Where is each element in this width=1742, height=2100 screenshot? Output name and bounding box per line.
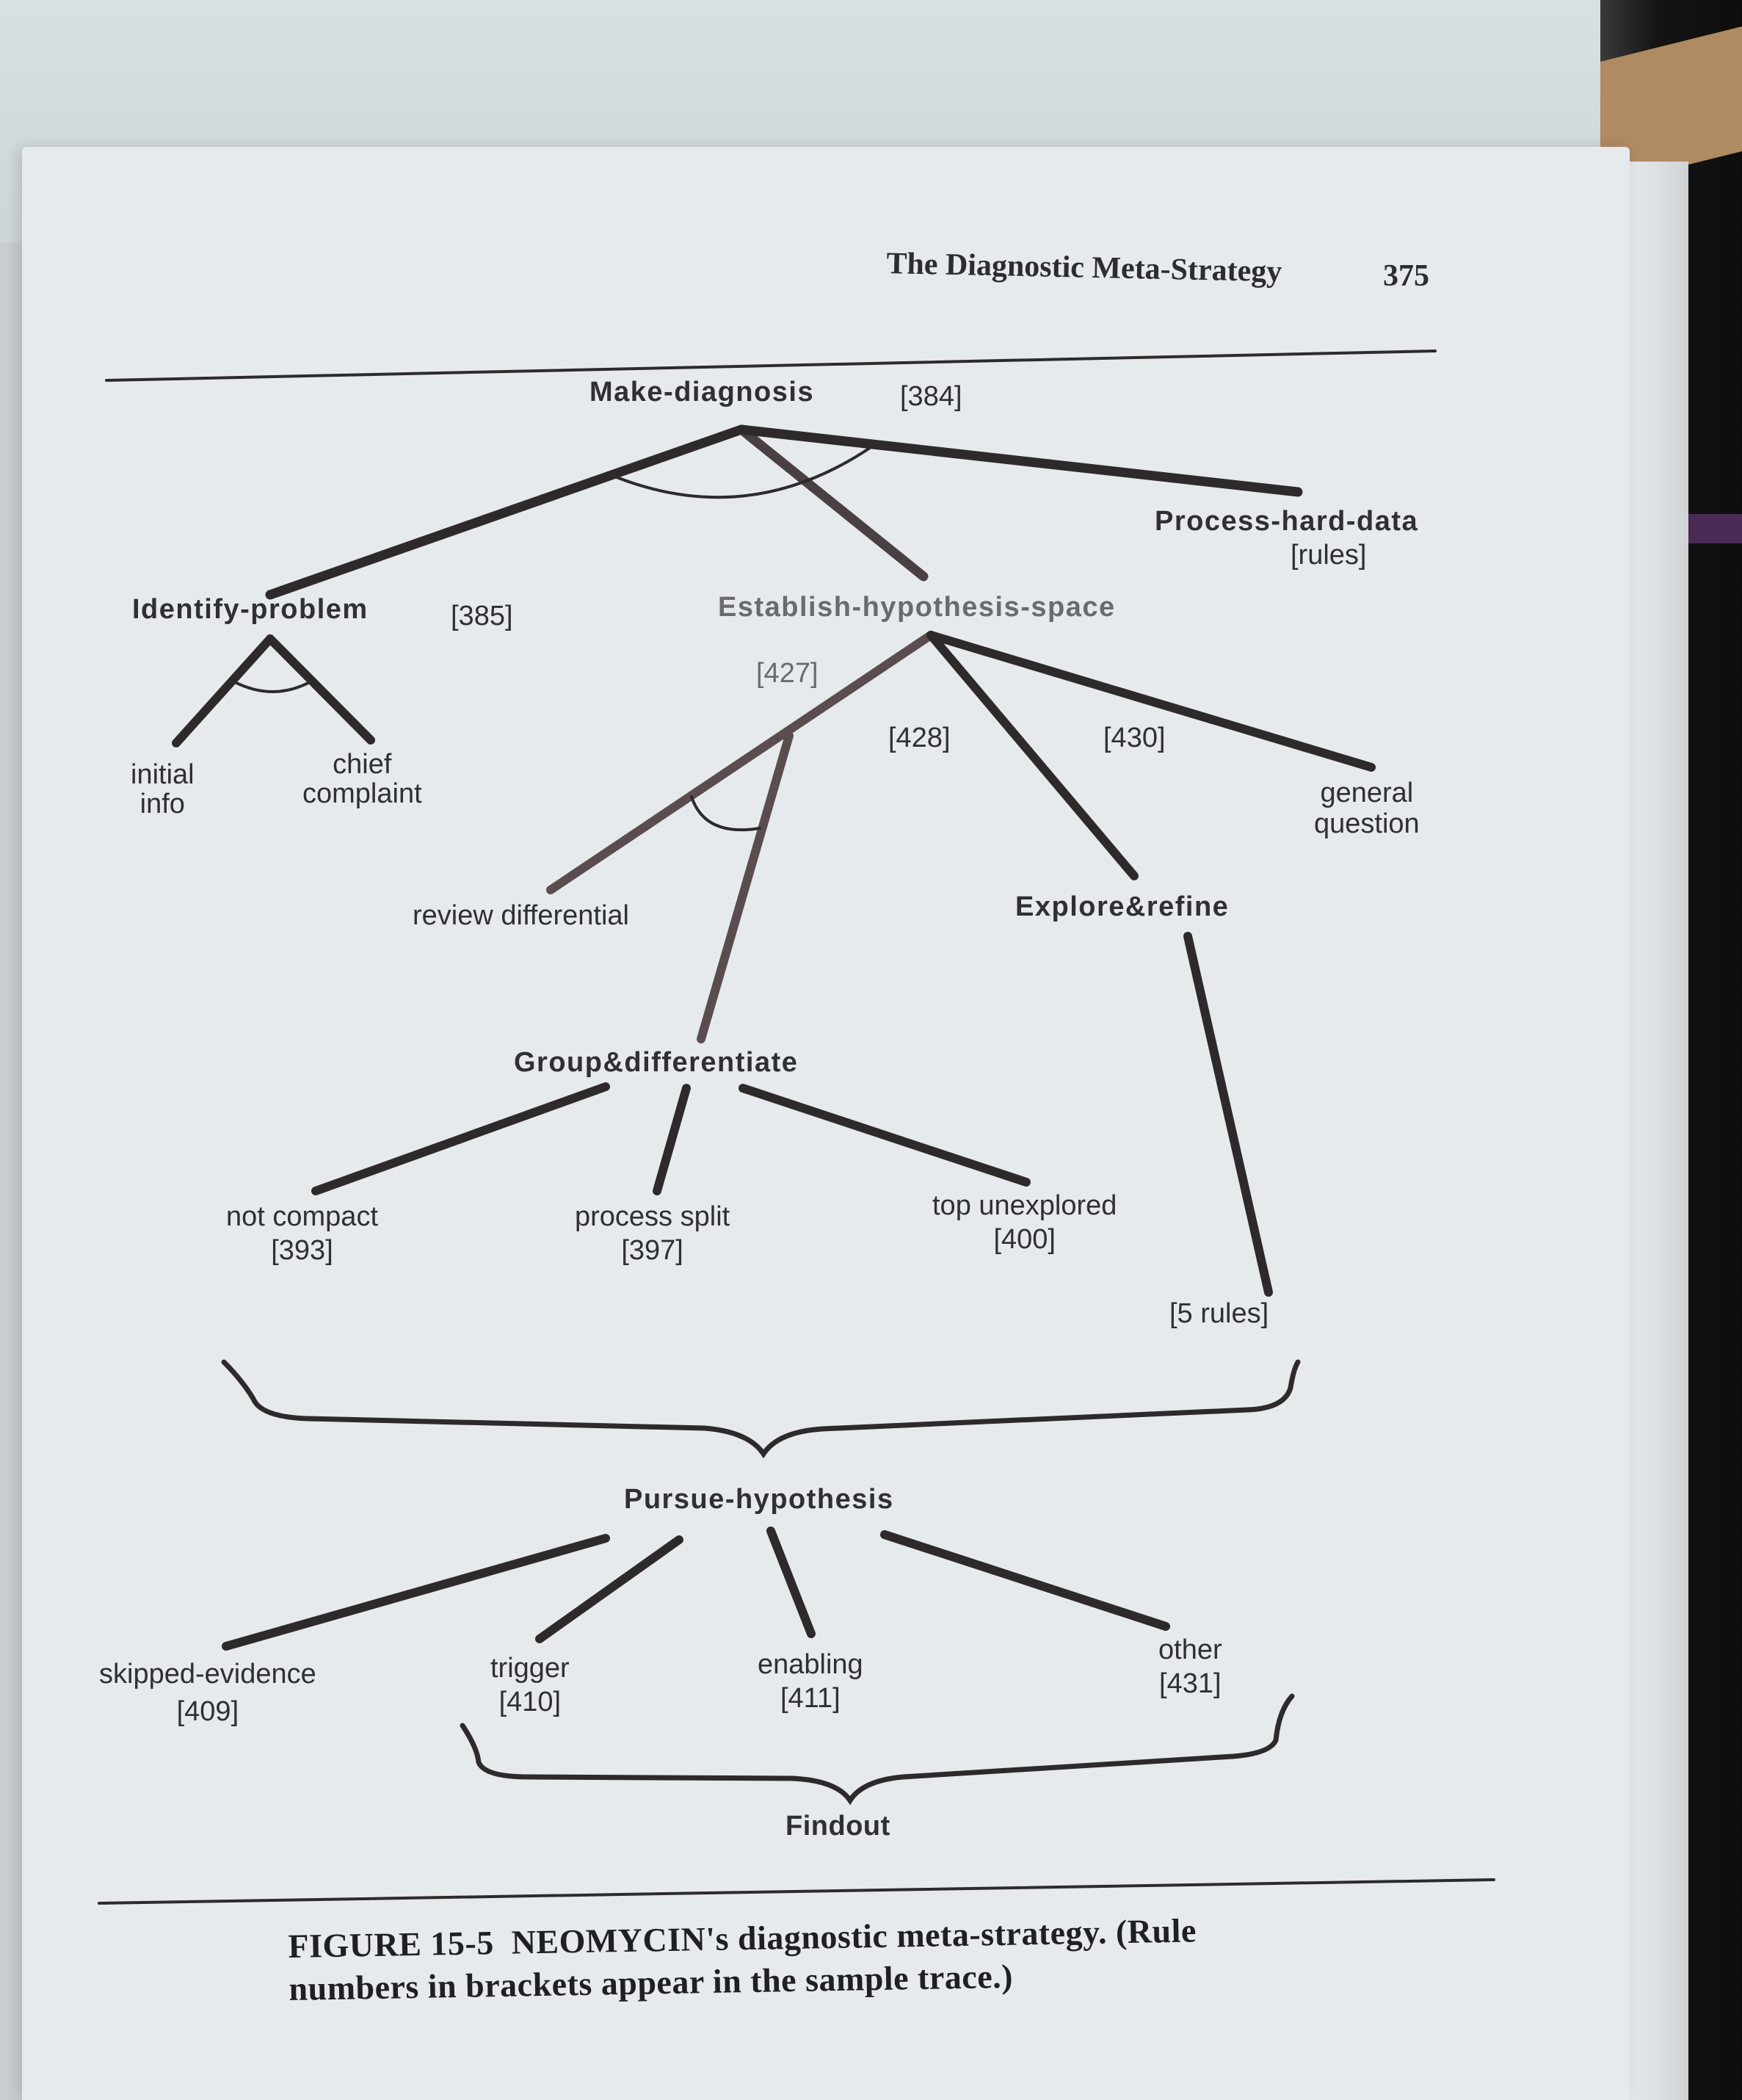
edge-group-topunexplored — [738, 1084, 1031, 1187]
and-arc-make — [615, 446, 871, 499]
general-question-line2: question — [1314, 808, 1420, 839]
chief-complaint-line2: complaint — [302, 778, 422, 809]
node-skipped-evidence: skipped-evidence [409] — [99, 1656, 316, 1731]
edge-establish-group-a — [697, 731, 794, 1043]
edge-pursue-skipped — [222, 1534, 610, 1651]
rule-385: [385] — [451, 601, 513, 631]
rule-431: [431] — [1159, 1668, 1222, 1699]
node-initial-info: initial info — [131, 759, 195, 819]
node-chief-complaint: chief complaint — [302, 750, 422, 809]
page-number: 375 — [1383, 259, 1429, 293]
node-establish-hypothesis-space: Establish-hypothesis-space — [718, 592, 1116, 623]
edge-group-processsplit — [653, 1084, 691, 1195]
figure-label: FIGURE 15-5 — [288, 1924, 495, 1965]
rule-393: [393] — [271, 1234, 333, 1266]
edge-establish-review — [546, 631, 935, 894]
rule-427: [427] — [756, 658, 819, 689]
edge-pursue-other — [880, 1530, 1170, 1631]
chief-complaint-line1: chief — [333, 749, 392, 780]
rule-process-hard-data: [rules] — [1291, 540, 1367, 571]
rule-428: [428] — [888, 723, 951, 753]
edge-explore-five — [1183, 932, 1273, 1297]
edge-make-establish — [736, 424, 929, 582]
other-label: other — [1158, 1634, 1222, 1665]
rule-410: [410] — [498, 1686, 562, 1717]
rule-411: [411] — [780, 1682, 841, 1714]
node-make-diagnosis: Make-diagnosis — [589, 377, 815, 408]
node-findout: Findout — [785, 1811, 890, 1842]
edge-identify-chief — [266, 634, 375, 745]
rule-five-rules: [5 rules] — [1169, 1298, 1269, 1329]
brace-pursue — [221, 1359, 1301, 1459]
background-purple-stripe — [1688, 514, 1742, 543]
top-unexplored-label: top unexplored — [932, 1190, 1117, 1221]
node-top-unexplored: top unexplored [400] — [932, 1190, 1117, 1256]
rule-384: [384] — [900, 381, 962, 412]
edge-establish-explore — [926, 631, 1139, 880]
rule-430: [430] — [1103, 723, 1166, 753]
initial-info-line1: initial — [131, 759, 195, 790]
not-compact-label: not compact — [226, 1201, 378, 1232]
brace-findout — [460, 1693, 1295, 1806]
rule-400: [400] — [993, 1223, 1056, 1255]
general-question-line1: general — [1320, 778, 1414, 808]
node-review-differential: review differential — [413, 900, 630, 931]
edge-establish-general — [926, 631, 1376, 772]
edge-pursue-enabling — [766, 1527, 816, 1638]
caption-line1: NEOMYCIN's diagnostic meta-strategy. (Ru… — [511, 1911, 1197, 1961]
node-pursue-hypothesis: Pursue-hypothesis — [624, 1484, 894, 1515]
node-process-hard-data: Process-hard-data — [1155, 506, 1419, 537]
skipped-evidence-label: skipped-evidence — [99, 1659, 316, 1690]
node-group-differentiate: Group&differentiate — [514, 1047, 799, 1078]
node-general-question: general question — [1314, 778, 1420, 840]
rule-409: [409] — [176, 1696, 239, 1728]
node-explore-refine: Explore&refine — [1015, 891, 1230, 922]
edge-pursue-trigger — [535, 1535, 683, 1643]
node-trigger: trigger [410] — [490, 1652, 570, 1719]
caption-rule — [98, 1878, 1495, 1905]
header-rule — [105, 350, 1437, 382]
rule-397: [397] — [621, 1234, 683, 1266]
edge-group-notcompact — [311, 1082, 610, 1195]
edge-make-process — [736, 424, 1303, 497]
and-arc-identify — [232, 680, 310, 693]
node-identify-problem: Identify-problem — [132, 594, 369, 625]
edge-make-identify — [265, 424, 747, 600]
and-arc-establish — [690, 795, 761, 832]
enabling-label: enabling — [758, 1649, 863, 1680]
edge-identify-initial — [172, 634, 275, 747]
process-split-label: process split — [575, 1201, 730, 1232]
node-enabling: enabling [411] — [758, 1648, 863, 1715]
initial-info-line2: info — [139, 788, 185, 819]
node-process-split: process split [397] — [575, 1201, 730, 1267]
trigger-label: trigger — [490, 1653, 570, 1684]
node-not-compact: not compact [393] — [226, 1201, 378, 1267]
node-other: other [431] — [1158, 1634, 1222, 1701]
